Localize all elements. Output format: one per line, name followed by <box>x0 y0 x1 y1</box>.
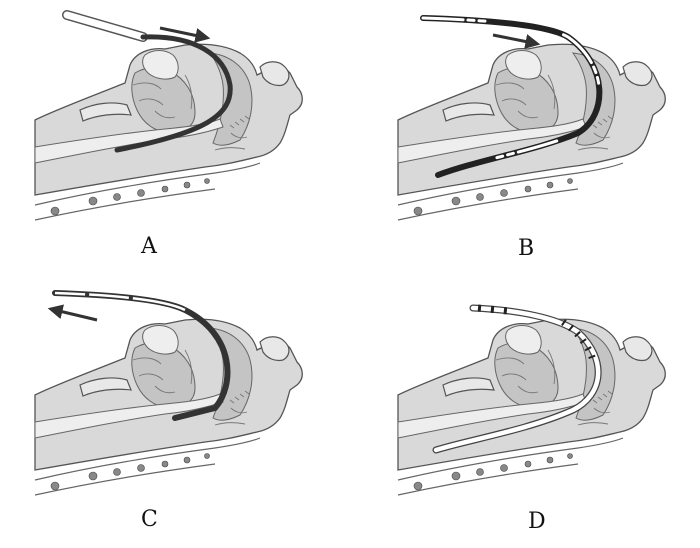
panel-c-arrow-icon <box>47 304 98 322</box>
panel-d-label: D <box>528 509 546 534</box>
panel-d: D <box>397 304 666 534</box>
panel-b-label: B <box>518 236 534 261</box>
panel-a-catheter <box>114 34 233 153</box>
panel-a-label: A <box>140 234 158 259</box>
panel-b: B <box>397 15 666 261</box>
panel-c-label: C <box>141 507 158 532</box>
panel-b-tube <box>420 15 603 178</box>
panel-a-arrow-icon <box>159 26 211 43</box>
panel-b-arrow-icon <box>492 33 541 49</box>
panel-a: A <box>34 10 303 259</box>
panel-c: C <box>34 290 303 532</box>
